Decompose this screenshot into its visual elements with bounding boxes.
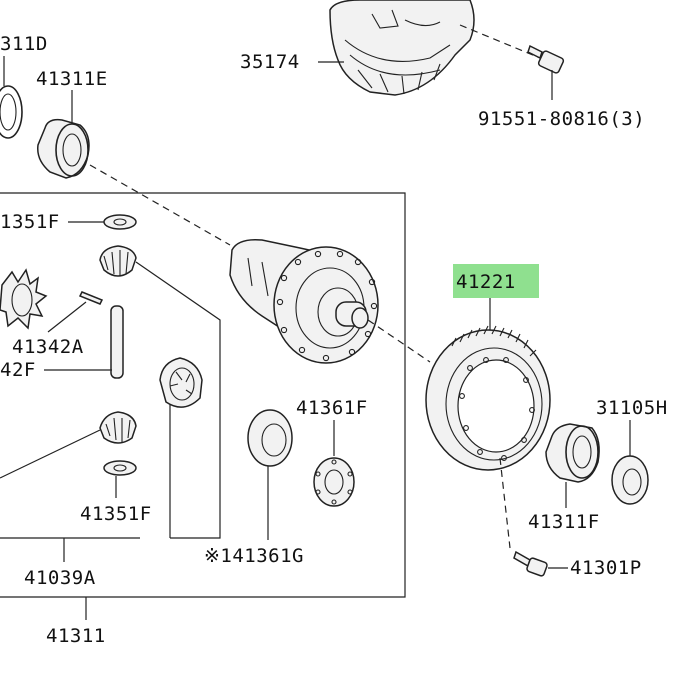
label-41311: 41311 [46, 625, 106, 647]
ring-gear-icon[interactable] [425, 325, 551, 471]
label-41221[interactable]: 41221 [456, 271, 516, 293]
pinion-gear-icon [99, 245, 221, 539]
label-41351f-top: 1351F [0, 211, 60, 233]
bearing-icon [37, 118, 90, 179]
differential-case-icon [229, 238, 379, 364]
label-35174: 35174 [240, 51, 300, 73]
label-41039a: 41039A [24, 567, 96, 589]
highlight-41221 [453, 264, 539, 298]
label-41351f-bottom: 41351F [80, 503, 152, 525]
label-41361g: ※141361G [204, 545, 304, 567]
washer-icon [247, 409, 293, 467]
label-41301p: 41301P [570, 557, 642, 579]
bearing-icon [611, 455, 649, 505]
label-41342a: 41342A [12, 336, 84, 358]
bolt-icon [527, 44, 565, 100]
washer-icon [103, 460, 137, 476]
side-gear-icon [0, 268, 48, 330]
washer-icon [313, 457, 355, 507]
bearing-icon [0, 85, 23, 139]
label-41361f: 41361F [296, 397, 368, 419]
label-311d: 311D [0, 33, 48, 55]
assembly-bracket [0, 192, 406, 598]
label-41311e: 41311E [36, 68, 108, 90]
label-41311f: 41311F [528, 511, 600, 533]
transaxle-housing-icon [329, 0, 541, 96]
bolt-icon [513, 550, 548, 577]
label-42f: 42F [0, 359, 36, 381]
label-91551-80816: 91551-80816(3) [478, 108, 645, 130]
washer-icon [103, 214, 137, 230]
bearing-icon [545, 423, 600, 483]
pin-icon [78, 291, 104, 305]
label-31105h: 31105H [596, 397, 668, 419]
side-gear-icon [159, 357, 203, 538]
pinion-gear-icon [0, 411, 137, 479]
pinion-shaft-icon [110, 305, 124, 379]
